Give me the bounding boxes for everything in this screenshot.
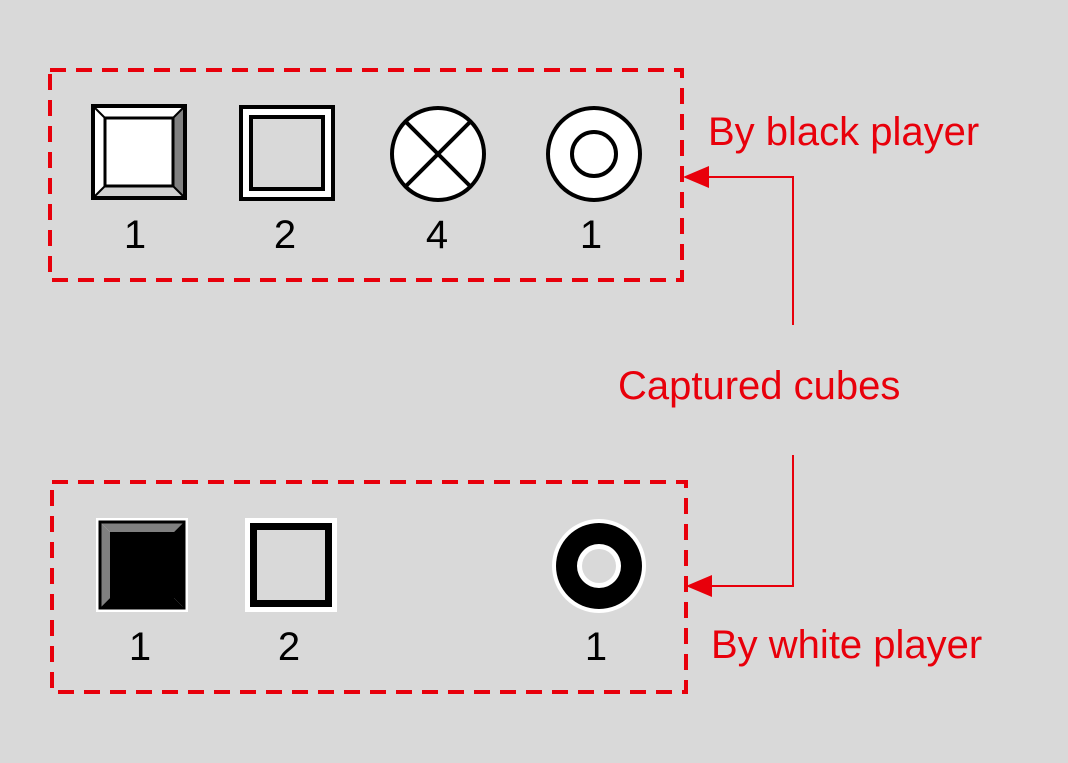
captured-cubes-label: Captured cubes bbox=[618, 364, 900, 408]
black-capture-3: 4 bbox=[390, 106, 486, 257]
beveled-square-black-icon bbox=[96, 518, 188, 612]
black-capture-2: 2 bbox=[239, 105, 335, 257]
arrowhead-black-icon bbox=[683, 166, 709, 188]
white-capture-3: 1 bbox=[552, 519, 646, 669]
arrow-to-black-box bbox=[700, 176, 794, 325]
arrow-to-white-box bbox=[703, 455, 794, 587]
white-capture-count: 1 bbox=[129, 625, 151, 669]
crossed-circle-icon bbox=[390, 106, 486, 202]
white-captures-box bbox=[50, 480, 688, 694]
ring-black-icon bbox=[552, 519, 646, 613]
white-capture-1: 1 bbox=[96, 518, 188, 669]
black-player-label: By black player bbox=[708, 110, 979, 154]
ring-white-icon bbox=[546, 106, 642, 202]
black-captures-box bbox=[48, 68, 684, 282]
black-capture-1: 1 bbox=[91, 104, 187, 257]
double-square-outline-icon bbox=[245, 518, 337, 612]
black-capture-count: 2 bbox=[274, 213, 296, 257]
black-capture-count: 1 bbox=[580, 213, 602, 257]
white-capture-count: 1 bbox=[585, 625, 607, 669]
arrowhead-white-icon bbox=[686, 575, 712, 597]
double-square-icon bbox=[239, 105, 335, 201]
white-capture-count: 2 bbox=[278, 625, 300, 669]
white-player-label: By white player bbox=[711, 623, 982, 667]
white-capture-2: 2 bbox=[245, 518, 337, 669]
black-capture-4: 1 bbox=[546, 106, 642, 257]
black-capture-count: 1 bbox=[124, 213, 146, 257]
black-capture-count: 4 bbox=[426, 213, 448, 257]
beveled-square-white-icon bbox=[91, 104, 187, 200]
